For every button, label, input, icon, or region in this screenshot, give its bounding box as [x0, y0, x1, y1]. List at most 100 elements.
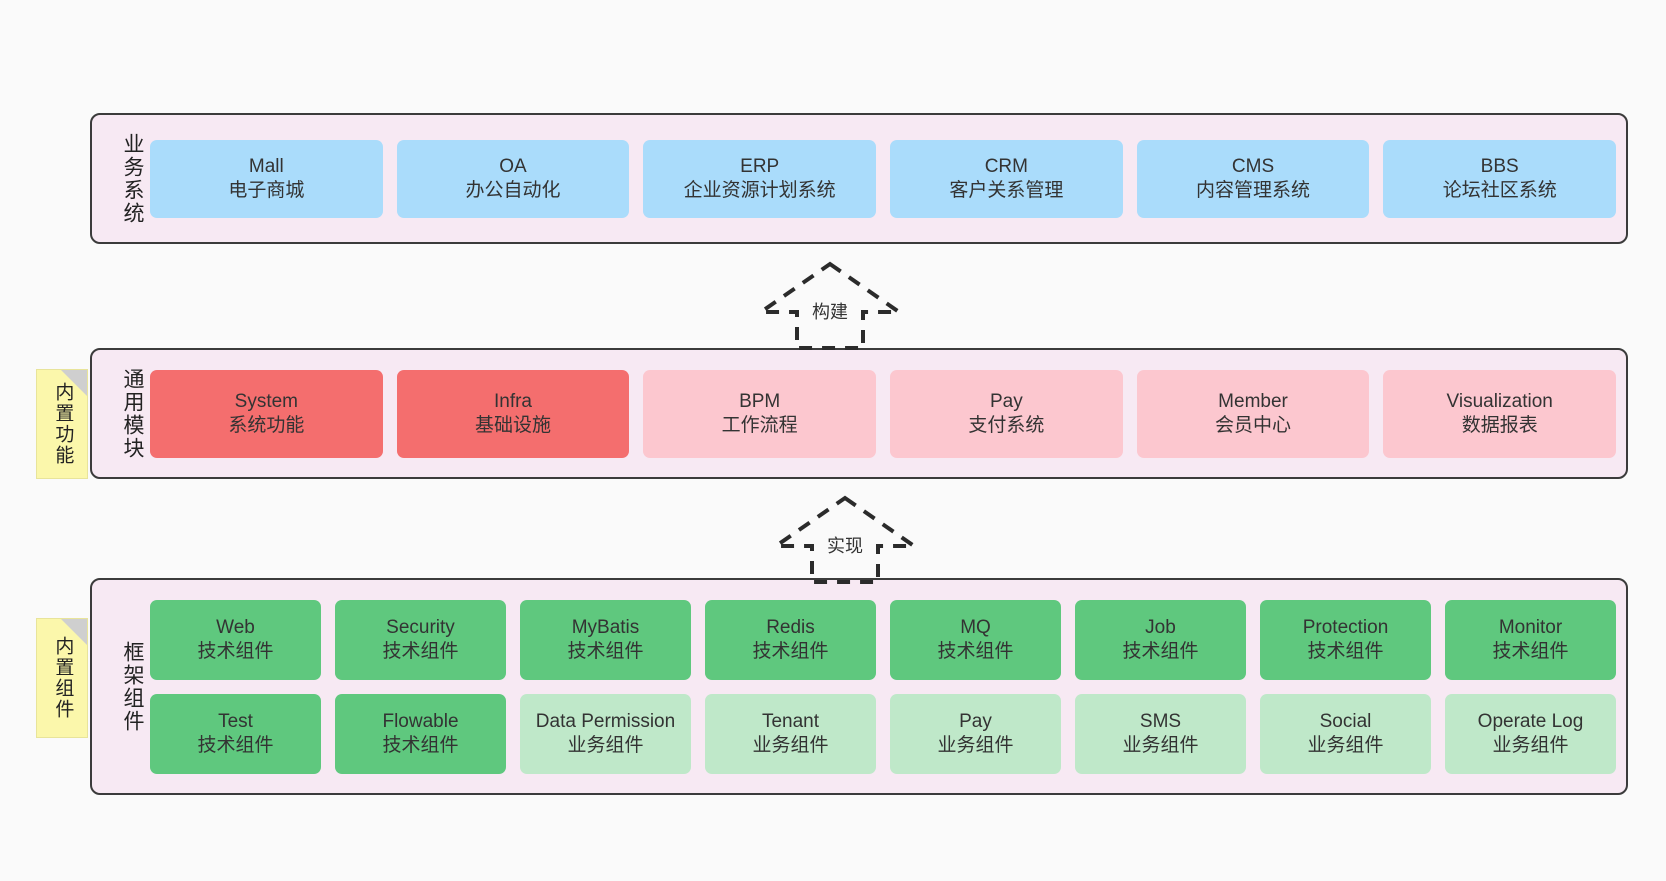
card-mybatis[interactable]: MyBatis 技术组件 [520, 599, 691, 680]
card-tenant-name: Tenant [761, 711, 820, 733]
card-bpm-desc: 工作流程 [721, 414, 798, 436]
card-cms-desc: 内容管理系统 [1196, 179, 1311, 201]
card-monitor[interactable]: Monitor 技术组件 [1445, 599, 1616, 680]
card-member-name: Member [1218, 391, 1288, 413]
card-operate-log-name: Operate Log [1477, 711, 1584, 733]
common-modules-card-row: System 系统功能 Infra 基础设施 BPM 工作流程 Pay 支付系统… [150, 369, 1617, 458]
framework-components-row-2: Test 技术组件 Flowable 技术组件 Data Permission … [150, 693, 1616, 774]
card-cms-name: CMS [1231, 156, 1275, 178]
card-mq-name: MQ [960, 617, 991, 639]
card-member-desc: 会员中心 [1215, 414, 1292, 436]
layer-business-system-body: Mall 电子商城 OA 办公自动化 ERP 企业资源计划系统 CRM 客户关系… [146, 115, 1626, 242]
card-mybatis-name: MyBatis [571, 617, 640, 639]
card-erp-name: ERP [740, 156, 780, 178]
card-visualization[interactable]: Visualization 数据报表 [1383, 369, 1617, 458]
card-member[interactable]: Member 会员中心 [1136, 369, 1370, 458]
note-builtin-functions: 内置功能 [36, 369, 88, 479]
card-pay-component-desc: 业务组件 [937, 734, 1014, 756]
framework-components-row-1: Web 技术组件 Security 技术组件 MyBatis 技术组件 Redi… [150, 599, 1616, 680]
card-redis[interactable]: Redis 技术组件 [705, 599, 876, 680]
layer-framework-components-body: Web 技术组件 Security 技术组件 MyBatis 技术组件 Redi… [146, 580, 1626, 793]
card-infra-desc: 基础设施 [475, 414, 552, 436]
card-test[interactable]: Test 技术组件 [150, 693, 321, 774]
card-infra-name: Infra [493, 391, 533, 413]
card-oa-name: OA [499, 156, 527, 178]
card-mall-desc: 电子商城 [228, 179, 305, 201]
card-bbs[interactable]: BBS 论坛社区系统 [1383, 139, 1617, 218]
card-system-desc: 系统功能 [228, 414, 305, 436]
card-test-name: Test [218, 711, 253, 733]
layer-business-system-title: 业务系统 [121, 132, 144, 225]
card-job-name: Job [1145, 617, 1176, 639]
card-social-desc: 业务组件 [1307, 734, 1384, 756]
card-test-desc: 技术组件 [197, 734, 274, 756]
note-builtin-components-text: 内置组件 [52, 636, 74, 720]
card-operate-log-desc: 业务组件 [1492, 734, 1569, 756]
card-visualization-desc: 数据报表 [1461, 414, 1538, 436]
card-tenant-desc: 业务组件 [752, 734, 829, 756]
card-monitor-desc: 技术组件 [1492, 640, 1569, 662]
layer-common-modules-body: System 系统功能 Infra 基础设施 BPM 工作流程 Pay 支付系统… [146, 350, 1626, 477]
card-sms[interactable]: SMS 业务组件 [1075, 693, 1246, 774]
card-bpm-name: BPM [739, 391, 781, 413]
card-pay-module-desc: 支付系统 [968, 414, 1045, 436]
card-data-permission-name: Data Permission [535, 711, 676, 733]
card-security-name: Security [386, 617, 455, 639]
card-bbs-name: BBS [1480, 156, 1519, 178]
arrow-implement-label: 实现 [827, 536, 863, 556]
card-flowable-desc: 技术组件 [382, 734, 459, 756]
card-cms[interactable]: CMS 内容管理系统 [1136, 139, 1370, 218]
card-mall-name: Mall [248, 156, 284, 178]
card-sms-name: SMS [1139, 711, 1182, 733]
card-system-name: System [234, 391, 299, 413]
card-visualization-name: Visualization [1446, 391, 1553, 413]
card-social[interactable]: Social 业务组件 [1260, 693, 1431, 774]
card-pay-module[interactable]: Pay 支付系统 [890, 369, 1123, 458]
card-oa[interactable]: OA 办公自动化 [396, 139, 630, 218]
layer-framework-components-title: 框架组件 [121, 640, 144, 733]
card-infra[interactable]: Infra 基础设施 [396, 369, 630, 458]
note-builtin-functions-text: 内置功能 [52, 382, 74, 466]
card-protection-desc: 技术组件 [1307, 640, 1384, 662]
business-system-card-row: Mall 电子商城 OA 办公自动化 ERP 企业资源计划系统 CRM 客户关系… [150, 139, 1617, 218]
card-pay-module-name: Pay [989, 391, 1023, 413]
card-operate-log[interactable]: Operate Log 业务组件 [1445, 693, 1616, 774]
card-protection-name: Protection [1302, 617, 1389, 639]
card-bpm[interactable]: BPM 工作流程 [643, 369, 877, 458]
card-erp-desc: 企业资源计划系统 [683, 179, 836, 201]
layer-common-modules: 通用模块 System 系统功能 Infra 基础设施 BPM 工作流程 Pay [90, 348, 1628, 479]
card-mq-desc: 技术组件 [937, 640, 1014, 662]
card-web[interactable]: Web 技术组件 [150, 599, 321, 680]
card-pay-component[interactable]: Pay 业务组件 [890, 693, 1061, 774]
arrow-build-label: 构建 [812, 302, 848, 322]
card-security[interactable]: Security 技术组件 [335, 599, 506, 680]
card-crm[interactable]: CRM 客户关系管理 [890, 139, 1123, 218]
card-job[interactable]: Job 技术组件 [1075, 599, 1246, 680]
card-web-desc: 技术组件 [197, 640, 274, 662]
layer-business-system: 业务系统 Mall 电子商城 OA 办公自动化 ERP 企业资源计划系统 CRM [90, 113, 1628, 244]
card-protection[interactable]: Protection 技术组件 [1260, 599, 1431, 680]
card-flowable-name: Flowable [382, 711, 459, 733]
card-mall[interactable]: Mall 电子商城 [150, 139, 383, 218]
card-crm-desc: 客户关系管理 [949, 179, 1064, 201]
card-mq[interactable]: MQ 技术组件 [890, 599, 1061, 680]
layer-common-modules-title: 通用模块 [121, 367, 144, 460]
card-web-name: Web [216, 617, 255, 639]
arrow-build-up: 构建 [754, 258, 906, 350]
card-data-permission[interactable]: Data Permission 业务组件 [520, 693, 691, 774]
card-bbs-desc: 论坛社区系统 [1442, 179, 1557, 201]
card-redis-desc: 技术组件 [752, 640, 829, 662]
card-social-name: Social [1319, 711, 1372, 733]
card-erp[interactable]: ERP 企业资源计划系统 [643, 139, 877, 218]
card-data-permission-desc: 业务组件 [567, 734, 644, 756]
card-pay-component-name: Pay [959, 711, 992, 733]
card-sms-desc: 业务组件 [1122, 734, 1199, 756]
card-security-desc: 技术组件 [382, 640, 459, 662]
card-flowable[interactable]: Flowable 技术组件 [335, 693, 506, 774]
card-redis-name: Redis [766, 617, 815, 639]
card-tenant[interactable]: Tenant 业务组件 [705, 693, 876, 774]
card-system[interactable]: System 系统功能 [150, 369, 383, 458]
card-monitor-name: Monitor [1498, 617, 1563, 639]
layer-framework-components: 框架组件 Web 技术组件 Security 技术组件 MyBatis 技术组件… [90, 578, 1628, 795]
